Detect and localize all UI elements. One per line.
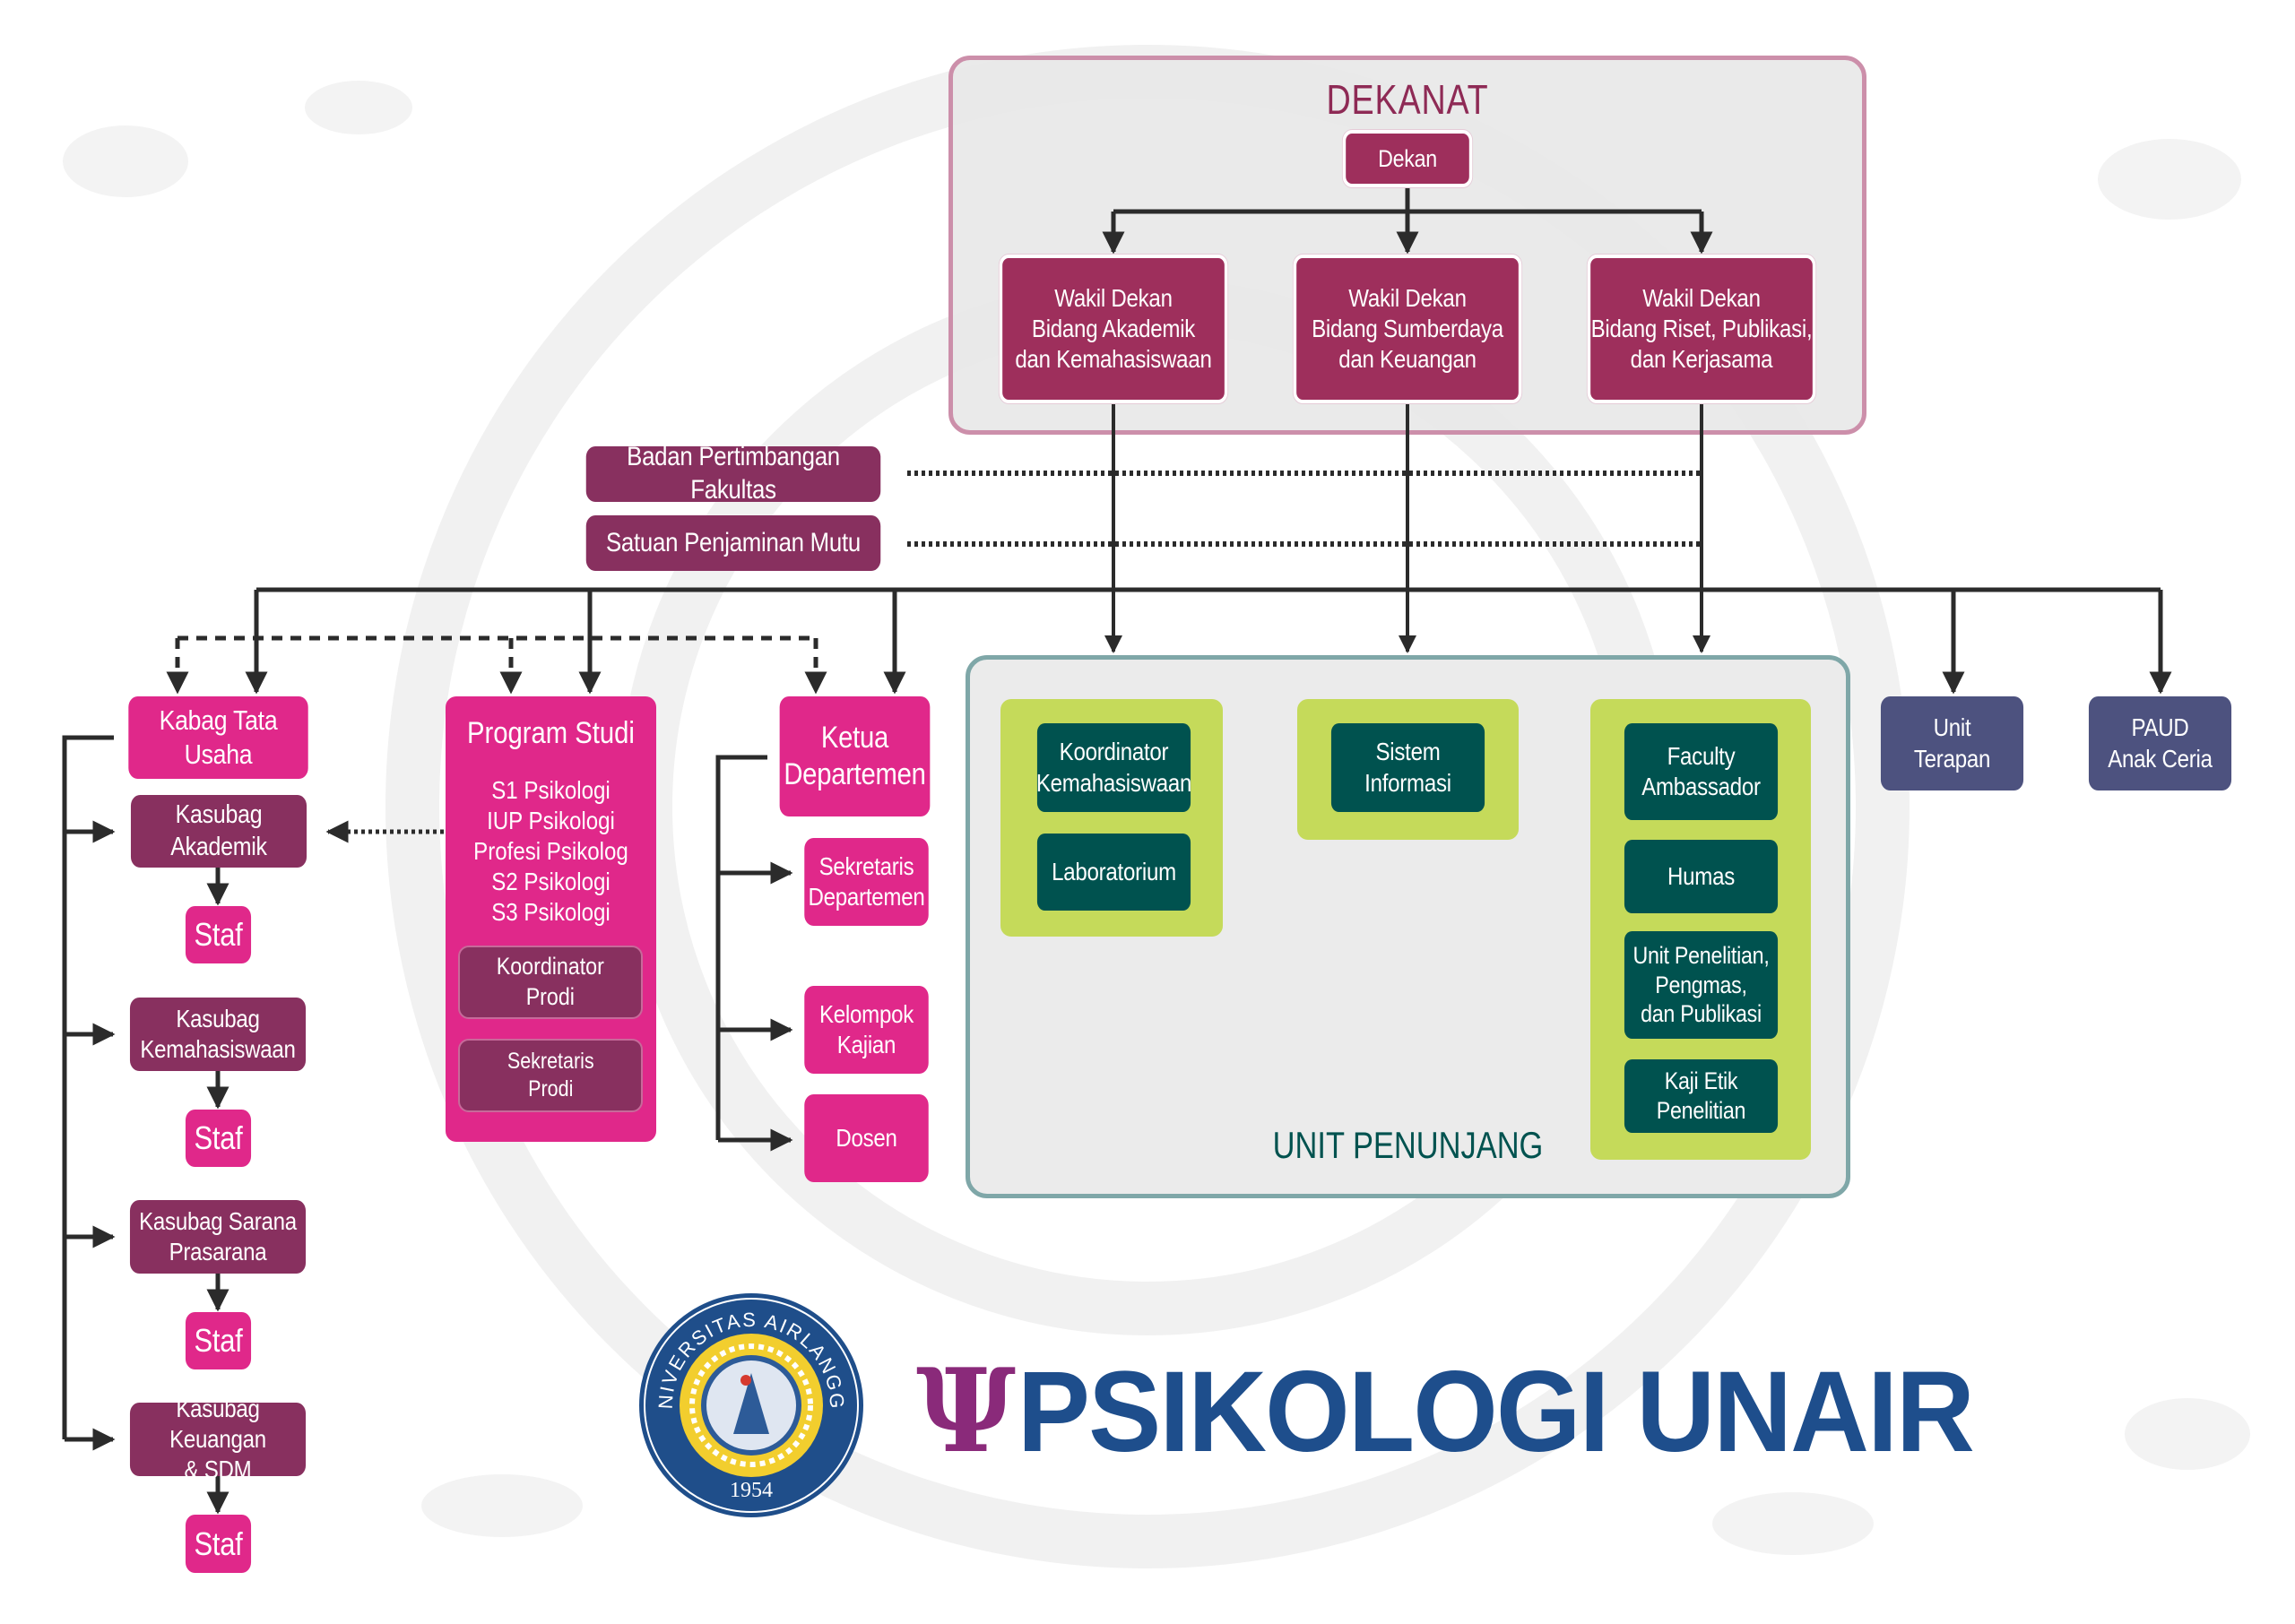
unit-terapan-box[interactable]: Unit Terapan — [1880, 696, 2024, 790]
satuan-penjaminan-mutu-box[interactable]: Satuan Penjaminan Mutu — [585, 515, 881, 571]
program-item: S2 Psikologi — [491, 868, 611, 895]
university-seal-logo: UNIVERSITAS AIRLANGGA 1954 — [637, 1291, 863, 1517]
laboratorium-box[interactable]: Laboratorium — [1036, 834, 1191, 911]
unit-label: Sistem Informasi — [1364, 738, 1451, 797]
unit-label: Laboratorium — [1052, 857, 1176, 885]
kasubag-label: Kasubag Keuangan & SDM — [169, 1394, 266, 1484]
kasubag-label: Kasubag Sarana Prasarana — [139, 1206, 297, 1266]
staf-label: Staf — [194, 1119, 243, 1157]
wakil-dekan-sumberdaya-box[interactable]: Wakil Dekan Bidang Sumberdaya dan Keuang… — [1293, 255, 1522, 403]
dekan-box[interactable]: Dekan — [1342, 130, 1473, 187]
psi-icon: Ψ — [916, 1344, 1016, 1479]
staf-box[interactable]: Staf — [185, 1110, 252, 1167]
ketua-departemen-label: Ketua Departemen — [784, 720, 926, 791]
sekretaris-prodi-box[interactable]: Sekretaris Prodi — [458, 1039, 643, 1112]
unit-penelitian-box[interactable]: Unit Penelitian, Pengmas, dan Publikasi — [1624, 931, 1779, 1039]
unit-label: Unit Penelitian, Pengmas, dan Publikasi — [1632, 941, 1770, 1028]
wakil-dekan-label: Wakil Dekan Bidang Akademik dan Kemahasi… — [1015, 283, 1212, 374]
kelompok-kajian-box[interactable]: Kelompok Kajian — [804, 986, 929, 1074]
seal-year: 1954 — [730, 1479, 773, 1502]
paud-label: PAUD Anak Ceria — [2108, 713, 2213, 773]
unit-label: Kaji Etik Penelitian — [1656, 1067, 1746, 1124]
departemen-child-label: Sekretaris Departemen — [808, 851, 925, 911]
program-list: S1 Psikologi IUP Psikologi Profesi Psiko… — [460, 775, 641, 928]
kasubag-kemahasiswaan-box[interactable]: Kasubag Kemahasiswaan — [129, 998, 307, 1071]
kabag-tata-usaha-label: Kabag Tata Usaha — [159, 704, 278, 770]
badan-pertimbangan-fakultas-box[interactable]: Badan Pertimbangan Fakultas — [585, 442, 881, 505]
program-item: S3 Psikologi — [491, 898, 611, 926]
staf-box[interactable]: Staf — [185, 906, 252, 963]
spm-label: Satuan Penjaminan Mutu — [605, 527, 862, 557]
departemen-child-label: Kelompok Kajian — [818, 999, 914, 1058]
kabag-tata-usaha-box[interactable]: Kabag Tata Usaha — [128, 696, 308, 779]
koordinator-kemahasiswaan-box[interactable]: Koordinator Kemahasiswaan — [1035, 723, 1192, 812]
unit-terapan-label: Unit Terapan — [1913, 713, 1991, 773]
kasubag-sarana-prasarana-box[interactable]: Kasubag Sarana Prasarana — [129, 1200, 307, 1274]
wakil-dekan-label: Wakil Dekan Bidang Sumberdaya dan Keuang… — [1312, 283, 1503, 374]
program-studi-box[interactable]: Program Studi S1 Psikologi IUP Psikologi… — [446, 696, 656, 1142]
kasubag-akademik-box[interactable]: Kasubag Akademik — [130, 795, 307, 868]
program-item: Profesi Psikolog — [473, 837, 628, 865]
brand-text: PSIKOLOGI UNAIR — [1017, 1348, 1975, 1476]
staf-label: Staf — [194, 916, 243, 954]
staf-label: Staf — [194, 1322, 243, 1360]
staf-box[interactable]: Staf — [185, 1515, 252, 1573]
kaji-etik-box[interactable]: Kaji Etik Penelitian — [1624, 1059, 1779, 1133]
faculty-ambassador-box[interactable]: Faculty Ambassador — [1624, 723, 1779, 820]
humas-box[interactable]: Humas — [1624, 840, 1779, 913]
unit-label: Humas — [1667, 861, 1735, 890]
program-studi-title: Program Studi — [467, 716, 635, 750]
bpf-label: Badan Pertimbangan Fakultas — [627, 442, 840, 505]
dekan-label: Dekan — [1378, 144, 1437, 172]
wakil-dekan-label: Wakil Dekan Bidang Riset, Publikasi, dan… — [1590, 283, 1813, 374]
kasubag-keuangan-sdm-box[interactable]: Kasubag Keuangan & SDM — [129, 1395, 307, 1483]
departemen-child-label: Dosen — [836, 1123, 897, 1152]
sekretaris-prodi-label: Sekretaris Prodi — [507, 1048, 594, 1101]
unit-label: Koordinator Kemahasiswaan — [1035, 738, 1192, 797]
dosen-box[interactable]: Dosen — [804, 1094, 929, 1182]
unit-penunjang-title: UNIT PENUNJANG — [1272, 1124, 1544, 1166]
koordinator-prodi-label: Koordinator Prodi — [496, 953, 605, 1010]
koordinator-prodi-box[interactable]: Koordinator Prodi — [458, 946, 643, 1019]
staf-label: Staf — [194, 1525, 243, 1562]
paud-anak-ceria-box[interactable]: PAUD Anak Ceria — [2088, 696, 2232, 790]
sekretaris-departemen-box[interactable]: Sekretaris Departemen — [804, 838, 929, 926]
program-item: IUP Psikologi — [487, 807, 615, 834]
wakil-dekan-akademik-box[interactable]: Wakil Dekan Bidang Akademik dan Kemahasi… — [999, 255, 1228, 403]
sistem-informasi-box[interactable]: Sistem Informasi — [1330, 723, 1485, 812]
program-item: S1 Psikologi — [491, 776, 611, 804]
kasubag-label: Kasubag Akademik — [170, 800, 267, 861]
staf-box[interactable]: Staf — [185, 1312, 252, 1369]
unit-label: Faculty Ambassador — [1641, 741, 1761, 800]
wakil-dekan-riset-box[interactable]: Wakil Dekan Bidang Riset, Publikasi, dan… — [1587, 255, 1816, 403]
psikologi-unair-logo: ΨPSIKOLOGI UNAIR — [916, 1344, 1975, 1479]
ketua-departemen-box[interactable]: Ketua Departemen — [779, 696, 931, 816]
dekanat-title: DEKANAT — [1326, 76, 1489, 123]
kasubag-label: Kasubag Kemahasiswaan — [140, 1004, 296, 1063]
